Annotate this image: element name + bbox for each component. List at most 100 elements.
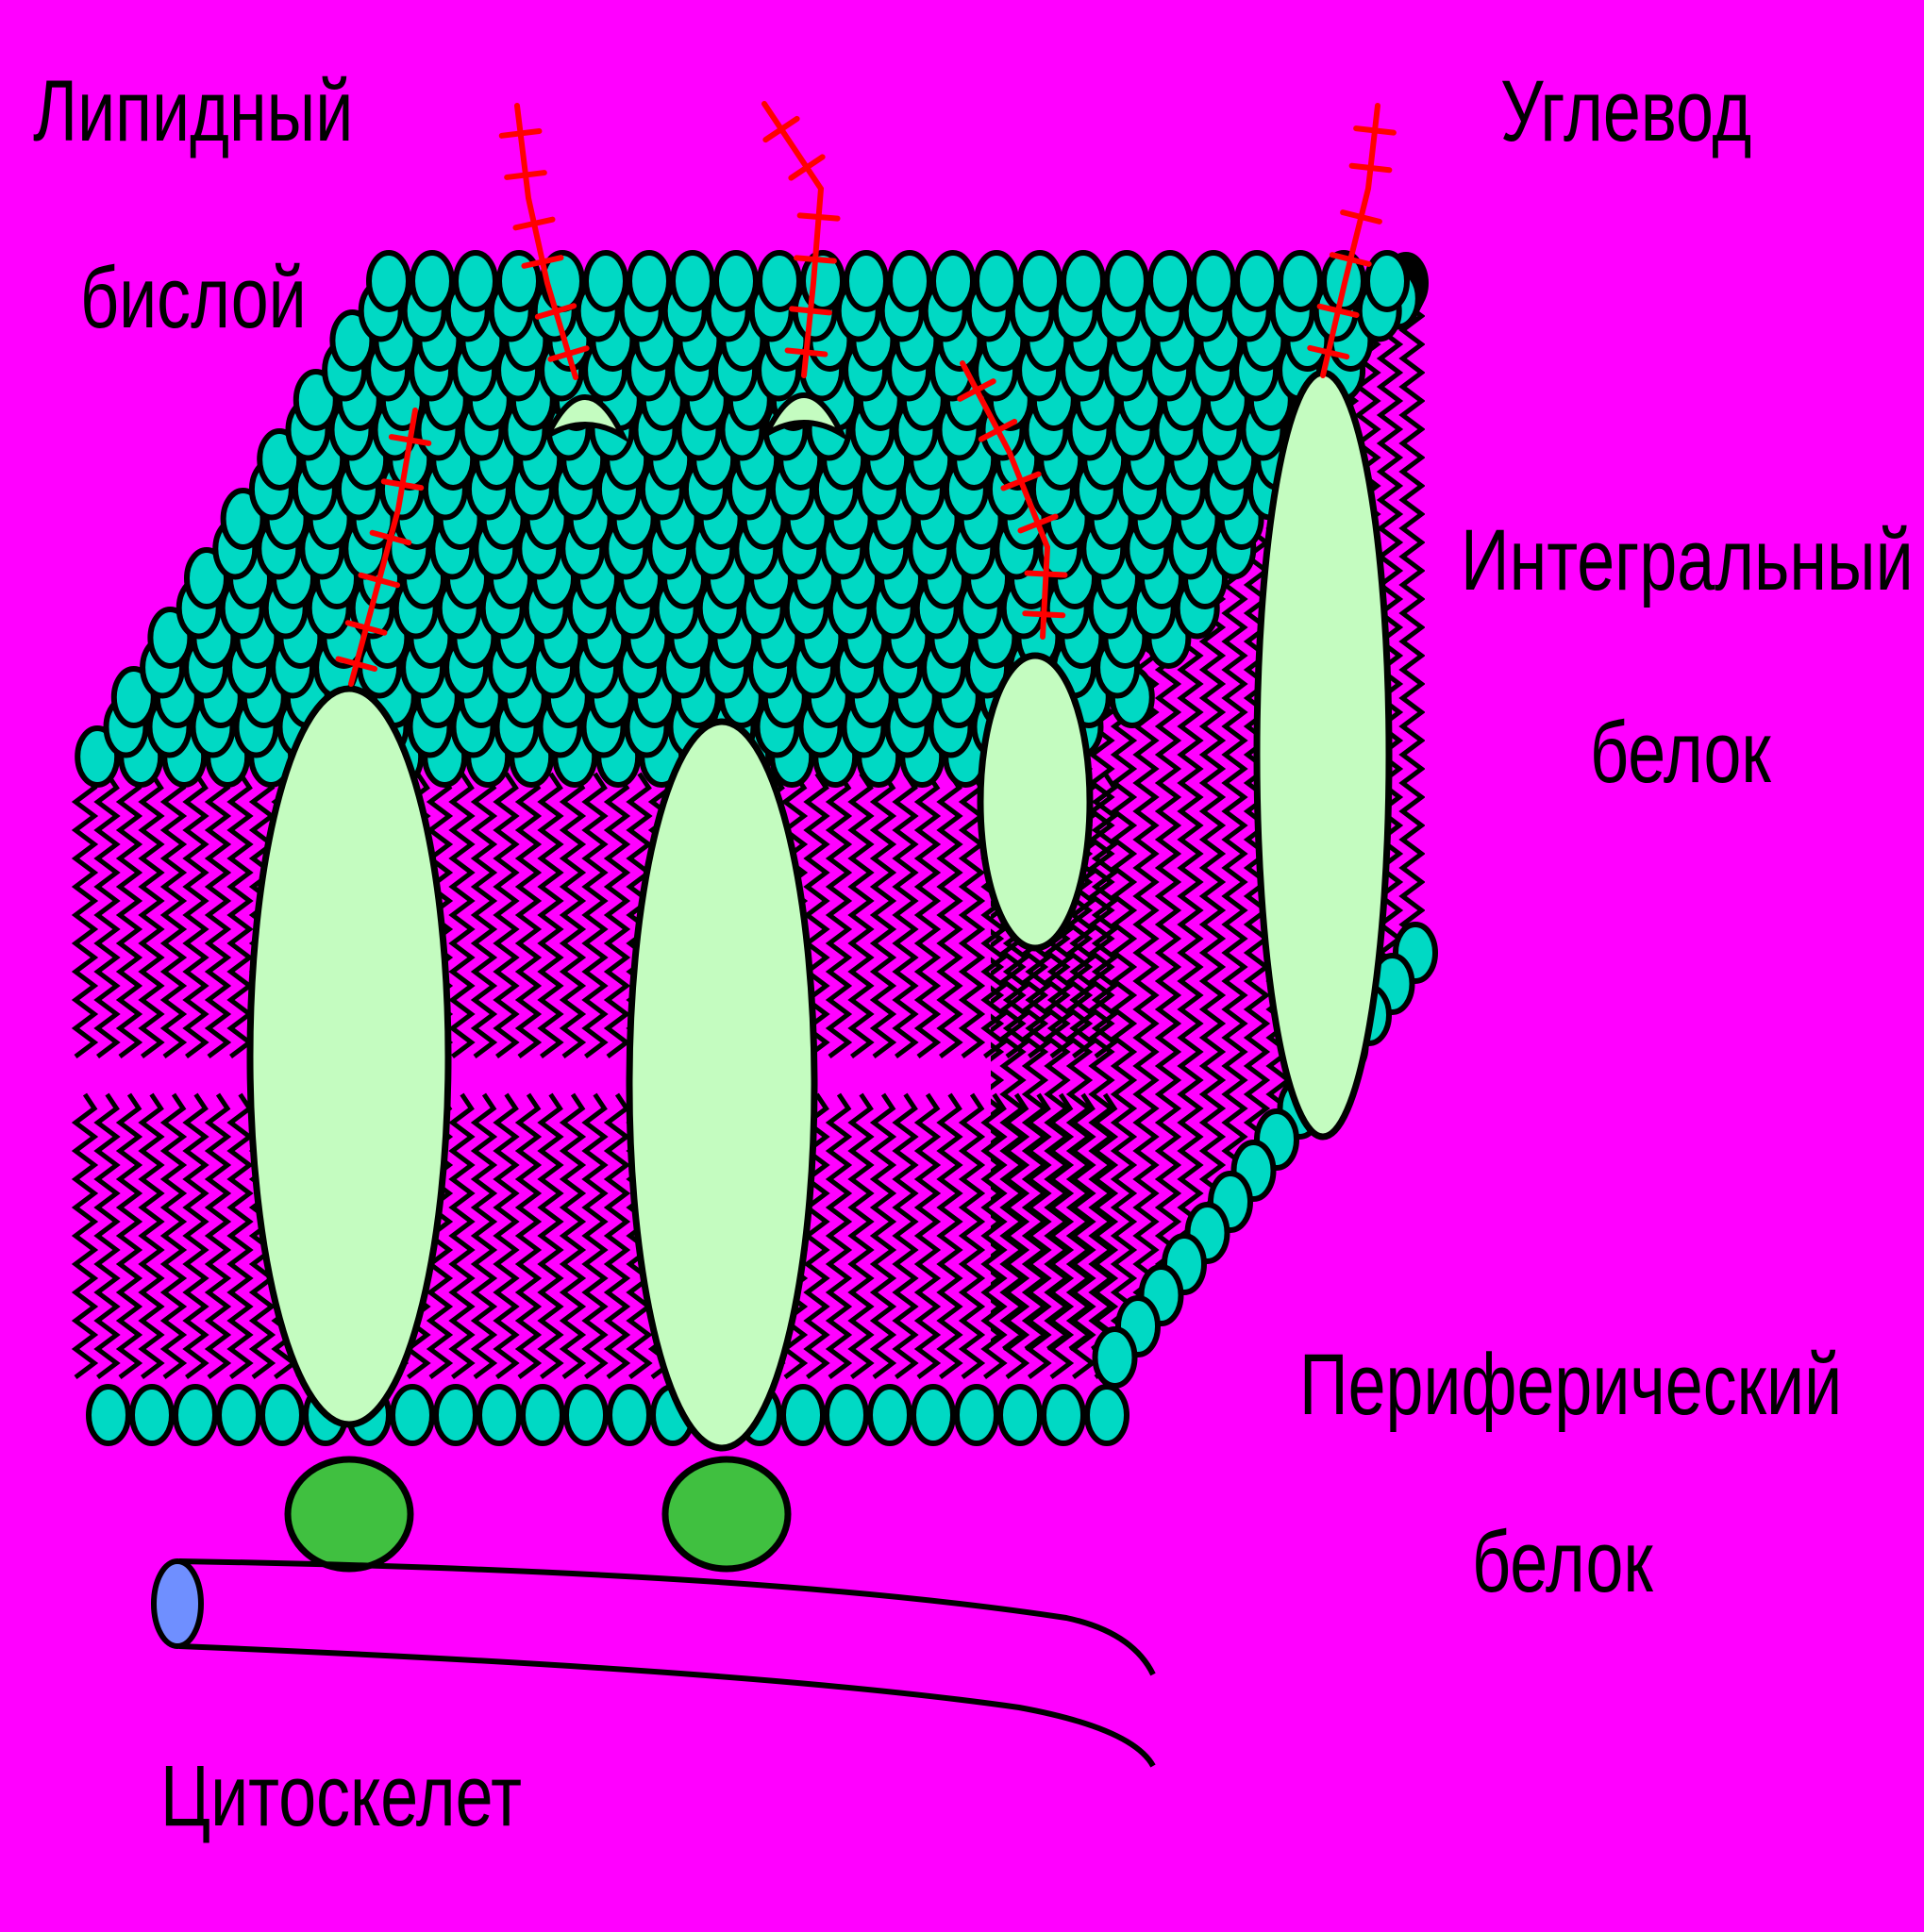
- lipid-tail-lower: [936, 1092, 963, 1379]
- lipid-tail-lower: [514, 1092, 543, 1379]
- lipid-head-top: [670, 250, 715, 312]
- lipid-head-bottom: [911, 1384, 956, 1446]
- lipid-tail-lower: [603, 1092, 631, 1379]
- lipid-tail-lower: [892, 1092, 919, 1379]
- carbohydrate-chain: [1320, 103, 1380, 378]
- carbohydrate-branch: [796, 212, 841, 222]
- lipid-head-top: [366, 250, 411, 312]
- cytoskeleton-lower-edge: [178, 1643, 1156, 1768]
- peripheral-protein-left: [284, 1456, 414, 1573]
- lipid-tail-upper: [803, 772, 830, 1058]
- lipid-tail-lower: [581, 1092, 609, 1379]
- cytoskeleton-end: [151, 1558, 204, 1649]
- carbohydrate-branch: [1353, 125, 1397, 136]
- carbohydrate-branch: [1348, 162, 1393, 174]
- carbohydrate-branch: [512, 216, 556, 231]
- carbohydrate-branch: [1000, 471, 1042, 491]
- lipid-head-bottom: [259, 1384, 305, 1446]
- lipid-head-top: [410, 250, 455, 312]
- lipid-tail-upper: [493, 772, 520, 1058]
- lipid-tail-lower: [958, 1092, 986, 1379]
- lipid-tails-front: [71, 772, 1119, 1379]
- lipid-tail-lower: [537, 1092, 564, 1379]
- carbohydrate-branch: [534, 303, 577, 320]
- carbohydrate-branch: [388, 434, 432, 446]
- lipid-tail-upper: [448, 772, 476, 1058]
- lipid-head-bottom: [824, 1384, 869, 1446]
- label-cytoskeleton: Цитоскелет: [160, 1748, 523, 1844]
- lipid-tail-upper: [514, 772, 543, 1058]
- carbohydrate-chain: [348, 408, 418, 687]
- carbohydrate-branch: [504, 170, 547, 180]
- lipid-head-bottom: [477, 1384, 522, 1446]
- lipid-tail-upper: [93, 772, 121, 1058]
- carbohydrate-branch: [957, 378, 996, 402]
- integral-protein-right: [1253, 369, 1393, 1141]
- label-peripheral-protein-line2: белок: [1472, 1514, 1653, 1610]
- lipid-head-top: [1017, 250, 1062, 312]
- lipid-head-top: [1278, 250, 1323, 312]
- lipid-tail-upper: [204, 772, 232, 1058]
- lipid-tail-lower: [869, 1092, 897, 1379]
- lipid-head-bottom: [216, 1384, 261, 1446]
- lipid-head-bottom: [780, 1384, 826, 1446]
- lipid-tail-upper: [869, 772, 897, 1058]
- peripheral-protein-center: [661, 1456, 792, 1573]
- label-peripheral-protein-line1: Периферический: [1299, 1337, 1843, 1433]
- lipid-tail-lower: [825, 1092, 853, 1379]
- carbohydrate-branch: [784, 347, 828, 358]
- lipid-tail-upper: [603, 772, 631, 1058]
- lipid-head-bottom: [563, 1384, 609, 1446]
- lipid-head-top: [1104, 250, 1149, 312]
- lipid-head-top: [930, 250, 976, 312]
- lipid-tail-lower: [493, 1092, 520, 1379]
- carbohydrate-branch: [1022, 610, 1066, 619]
- lipid-tail-lower: [204, 1092, 232, 1379]
- lipid-head-bottom: [954, 1384, 999, 1446]
- lipid-tail-lower: [559, 1092, 587, 1379]
- label-carbohydrate: Углевод: [1500, 63, 1752, 159]
- lipid-tail-upper: [470, 772, 498, 1058]
- lipid-tail-lower: [470, 1092, 498, 1379]
- carbohydrate-branch: [1307, 344, 1350, 360]
- lipid-head-bottom: [867, 1384, 912, 1446]
- lipid-head-bottom: [997, 1384, 1043, 1446]
- lipid-heads-top-surface: [75, 250, 1410, 788]
- protein-cap-2: [759, 392, 849, 441]
- carbohydrate-branch: [978, 418, 1018, 442]
- lipid-tail-lower: [448, 1092, 476, 1379]
- carbohydrate-branch: [380, 478, 425, 491]
- lipid-tail-upper: [892, 772, 919, 1058]
- lipid-tail-upper: [936, 772, 963, 1058]
- lipid-tail-lower: [93, 1092, 121, 1379]
- lipid-head-top: [1234, 250, 1280, 312]
- label-integral-protein-line1: Интегральный: [1461, 512, 1914, 608]
- lipid-head-bottom: [390, 1384, 435, 1446]
- lipid-head-top: [627, 250, 672, 312]
- carbohydrate-branch: [788, 154, 826, 181]
- lipid-tail-upper: [825, 772, 853, 1058]
- carbohydrate-branch: [344, 620, 388, 636]
- carbohydrate-branch: [789, 306, 832, 316]
- carbohydrate-chains: [335, 101, 1397, 687]
- protein-cap-1: [540, 394, 630, 443]
- label-lipid-bilayer-line1: Липидный: [33, 63, 354, 159]
- lipid-heads-bottom-row: [86, 1384, 1129, 1446]
- lipid-tail-upper: [847, 772, 875, 1058]
- carbohydrate-branch: [794, 255, 837, 264]
- carbohydrate-chain: [761, 101, 825, 378]
- carbohydrate-branch: [498, 127, 543, 139]
- lipid-tail-upper: [71, 772, 99, 1058]
- lipid-tail-lower: [182, 1092, 209, 1379]
- lipid-tail-lower: [847, 1092, 875, 1379]
- lipid-tail-upper: [581, 772, 609, 1058]
- lipid-tail-upper: [226, 772, 254, 1058]
- lipid-head-bottom: [1041, 1384, 1086, 1446]
- lipid-head-bottom: [1084, 1384, 1129, 1446]
- lipid-tail-lower: [913, 1092, 942, 1379]
- label-lipid-bilayer-line2: бислой: [80, 250, 307, 346]
- lipid-head-top: [1191, 250, 1236, 312]
- carbohydrate-chain: [960, 360, 1051, 640]
- lipid-head-top: [844, 250, 889, 312]
